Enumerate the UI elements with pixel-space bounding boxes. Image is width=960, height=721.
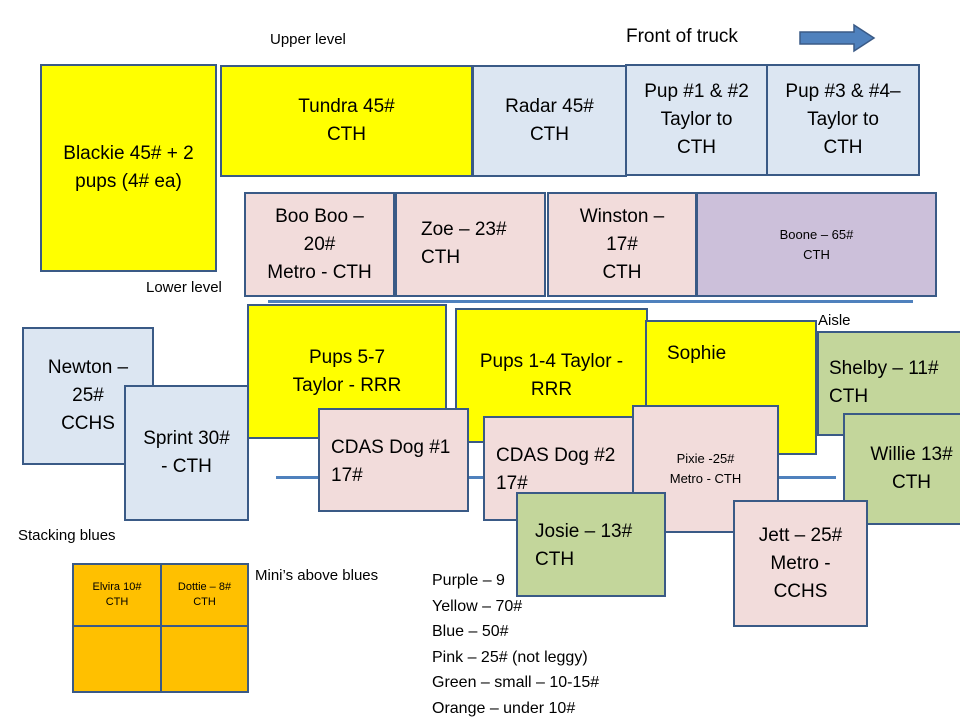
upper-level-label: Upper level — [270, 31, 346, 48]
crate-winston: Winston – 17# CTH — [547, 192, 697, 297]
lower-level-label: Lower level — [146, 279, 222, 296]
crate-dottie: Dottie – 8# CTH — [160, 563, 249, 627]
minis-above-blues-label: Mini’s above blues — [255, 567, 378, 584]
crate-zoe: Zoe – 23# CTH — [395, 192, 546, 297]
crate-tundra: Tundra 45# CTH — [220, 65, 473, 177]
lower-level-divider-line — [268, 300, 913, 303]
crate-radar: Radar 45# CTH — [472, 65, 627, 177]
crate-cdas-dog-1: CDAS Dog #1 17# — [318, 408, 469, 512]
crate-blackie: Blackie 45# + 2 pups (4# ea) — [40, 64, 217, 272]
legend-item-pink: Pink – 25# (not leggy) — [432, 645, 599, 671]
legend-item-purple: Purple – 9 — [432, 568, 599, 594]
crate-orange-empty-1 — [72, 625, 162, 693]
crate-pup-1-2: Pup #1 & #2 Taylor to CTH — [625, 64, 768, 176]
right-arrow-icon — [798, 23, 876, 53]
front-of-truck-label: Front of truck — [626, 26, 738, 48]
legend-item-orange: Orange – under 10# — [432, 696, 599, 721]
crate-sprint: Sprint 30# - CTH — [124, 385, 249, 521]
stacking-blues-label: Stacking blues — [18, 527, 116, 544]
legend-item-blue: Blue – 50# — [432, 619, 599, 645]
legend-item-yellow: Yellow – 70# — [432, 594, 599, 620]
crate-boone: Boone – 65# CTH — [696, 192, 937, 297]
color-legend: Purple – 9 Yellow – 70# Blue – 50# Pink … — [432, 568, 599, 721]
crate-jett: Jett – 25# Metro - CCHS — [733, 500, 868, 627]
legend-item-green: Green – small – 10-15# — [432, 670, 599, 696]
crate-orange-empty-2 — [160, 625, 249, 693]
aisle-label: Aisle — [818, 312, 851, 329]
crate-elvira: Elvira 10# CTH — [72, 563, 162, 627]
crate-boo-boo: Boo Boo – 20# Metro - CTH — [244, 192, 395, 297]
crate-pup-3-4: Pup #3 & #4– Taylor to CTH — [766, 64, 920, 176]
